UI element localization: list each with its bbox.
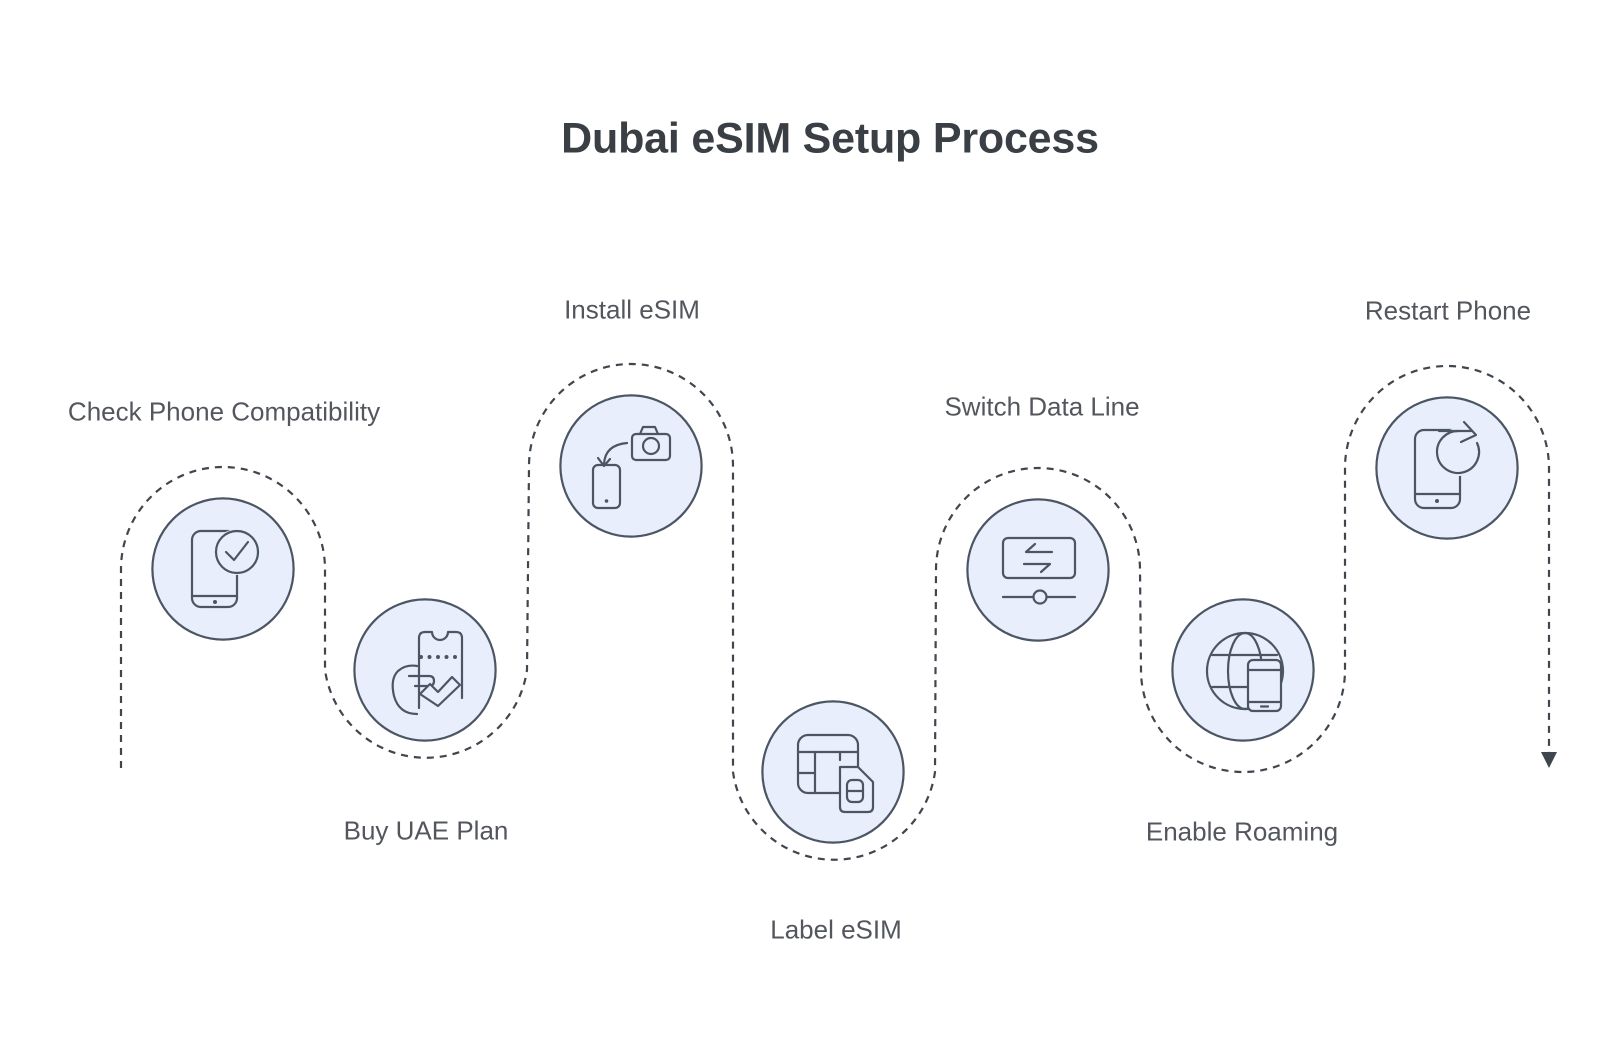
step-label-switch-data-line: Switch Data Line	[944, 391, 1140, 422]
dashed-flow-path	[119, 362, 1551, 861]
step-label-buy-plan: Buy UAE Plan	[343, 815, 509, 846]
step-circle-check-compatibility	[151, 497, 295, 641]
step-label-check-compatibility: Check Phone Compatibility	[67, 396, 381, 427]
step-circle-buy-plan	[353, 598, 497, 742]
step-circle-label-esim	[761, 700, 905, 844]
step-circle-switch-data-line	[966, 498, 1110, 642]
page-title: Dubai eSIM Setup Process	[561, 114, 1099, 163]
phone-check-icon	[190, 529, 260, 609]
hand-ticket-icon	[391, 630, 464, 716]
step-label-enable-roaming: Enable Roaming	[1145, 816, 1339, 847]
step-label-install-esim: Install eSIM	[564, 294, 700, 325]
swap-slider-icon	[1001, 536, 1077, 605]
camera-scan-icon	[591, 425, 672, 510]
step-circle-install-esim	[559, 394, 703, 538]
phone-restart-icon	[1413, 420, 1483, 510]
step-label-restart-phone: Restart Phone	[1364, 295, 1532, 326]
step-label-label-esim: Label eSIM	[770, 914, 902, 945]
step-circle-enable-roaming	[1171, 598, 1315, 742]
globe-phone-icon	[1205, 631, 1285, 713]
step-circle-restart-phone	[1375, 396, 1519, 540]
table-sim-card-icon	[796, 733, 875, 814]
arrow-down-icon	[1541, 752, 1557, 768]
